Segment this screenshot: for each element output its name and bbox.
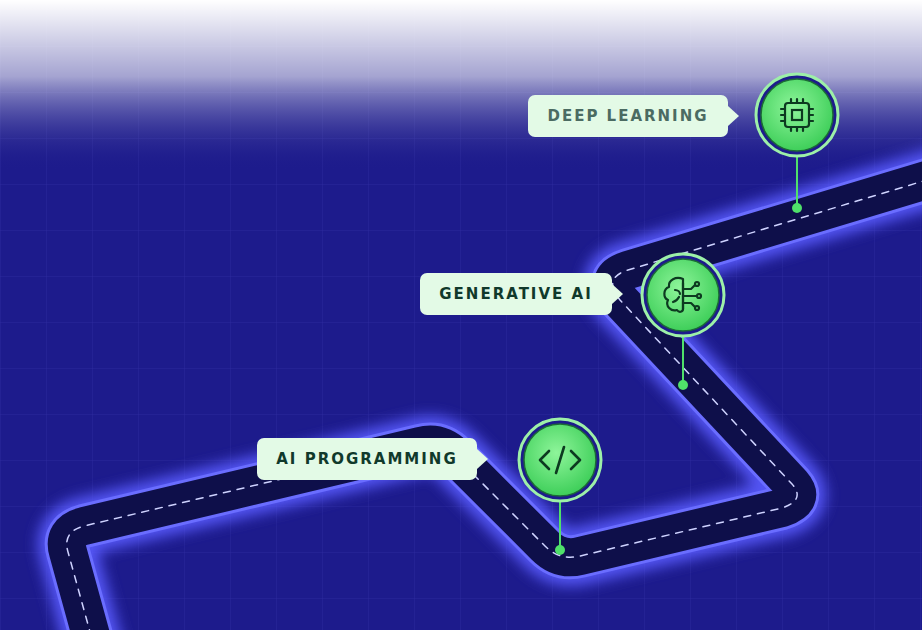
- milestone-pins: [555, 150, 802, 555]
- callout-box: DEEP LEARNING: [528, 95, 728, 137]
- callout-label: GENERATIVE AI: [438, 283, 594, 305]
- road: [67, 176, 922, 630]
- callout-pointer: [477, 449, 488, 469]
- callout-box: AI PROGRAMMING: [257, 438, 477, 480]
- chip-icon: [781, 99, 813, 131]
- brain-icon: [664, 278, 701, 312]
- callout-label: AI PROGRAMMING: [275, 448, 459, 470]
- callout-pointer: [612, 284, 623, 304]
- top-fade: [0, 0, 922, 170]
- callout-box: GENERATIVE AI: [420, 273, 612, 315]
- callout-label: DEEP LEARNING: [546, 105, 710, 127]
- callout-pointer: [728, 106, 739, 126]
- code-icon: [540, 447, 580, 473]
